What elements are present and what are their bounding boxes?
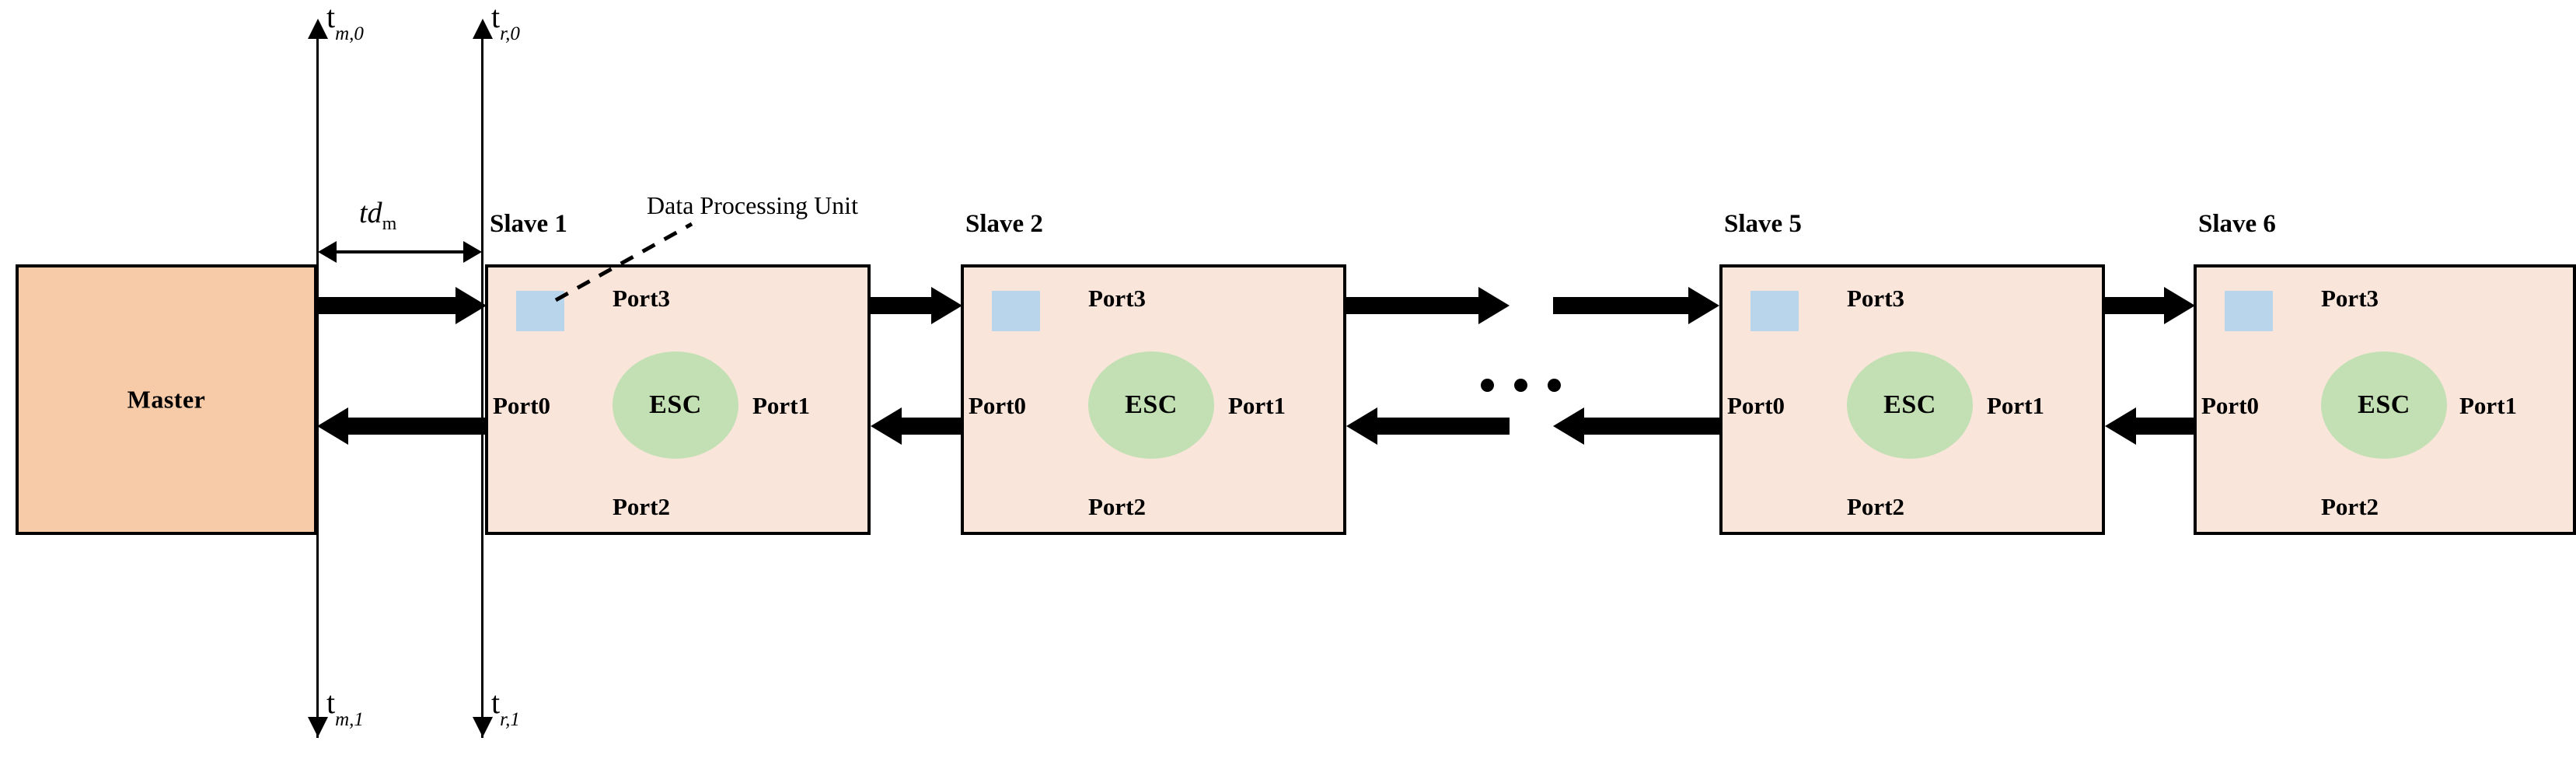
t-r-1-base: t xyxy=(491,685,501,720)
td-m-sub: m xyxy=(382,214,397,234)
slave-1-box[interactable]: Port3 ESC Port0 Port1 Port2 xyxy=(485,264,871,535)
arrow-slave5-to-gap xyxy=(1553,407,1719,445)
t-r-1-sub: r,1 xyxy=(500,709,520,730)
master-label: Master xyxy=(127,385,206,414)
slave-1-esc: ESC xyxy=(613,351,738,459)
data-processing-unit-leader-line xyxy=(554,222,693,302)
label-t-r-1: tr,1 xyxy=(491,684,520,730)
arrow-slave5-to-slave6 xyxy=(2105,287,2195,324)
slave-5-data-processing-unit-icon xyxy=(1750,291,1799,331)
arrow-slave2-to-slave1 xyxy=(871,407,962,445)
td-left-arrowhead xyxy=(318,241,337,263)
slave-6-port1-label: Port1 xyxy=(2459,392,2518,419)
slave-5-title: Slave 5 xyxy=(1724,210,1802,238)
td-span-line xyxy=(334,250,466,253)
slave-2-esc: ESC xyxy=(1088,351,1214,459)
arrow-slave2-to-gap xyxy=(1346,287,1510,324)
slave-6-esc: ESC xyxy=(2321,351,2447,459)
slave-2-esc-label: ESC xyxy=(1125,390,1178,419)
label-td-m: tdm xyxy=(359,196,396,234)
arrow-master-to-slave1 xyxy=(317,287,487,324)
slave-1-port0-label: Port0 xyxy=(493,392,551,419)
slave-5-port2-label: Port2 xyxy=(1847,493,1905,520)
arrow-slave6-to-slave5 xyxy=(2105,407,2195,445)
slave-5-port3-label: Port3 xyxy=(1847,285,1905,312)
slave-2-box[interactable]: Port3 ESC Port0 Port1 Port2 xyxy=(961,264,1346,535)
t-m-0-sub: m,0 xyxy=(335,23,364,44)
data-processing-unit-callout-label: Data Processing Unit xyxy=(647,191,858,219)
slave-1-esc-label: ESC xyxy=(649,390,702,419)
chain-ellipsis xyxy=(1481,379,1561,392)
slave-6-title: Slave 6 xyxy=(2198,210,2276,238)
label-t-r-0: tr,0 xyxy=(491,0,520,44)
slave-1-data-processing-unit-icon xyxy=(516,291,564,331)
slave-6-port0-label: Port0 xyxy=(2201,392,2260,419)
slave-6-data-processing-unit-icon xyxy=(2225,291,2273,331)
slave-5-port0-label: Port0 xyxy=(1727,392,1785,419)
t-m-0-base: t xyxy=(326,0,336,34)
slave-1-port1-label: Port1 xyxy=(752,392,811,419)
t-r-0-base: t xyxy=(491,0,501,34)
slave-timing-axis-line xyxy=(481,34,483,738)
td-m-base: td xyxy=(359,197,382,229)
slave-6-box[interactable]: Port3 ESC Port0 Port1 Port2 xyxy=(2194,264,2576,535)
slave-2-port2-label: Port2 xyxy=(1088,493,1147,520)
slave-5-port1-label: Port1 xyxy=(1987,392,2045,419)
master-box[interactable]: Master xyxy=(16,264,317,535)
slave-5-esc-label: ESC xyxy=(1883,390,1936,419)
slave-1-title: Slave 1 xyxy=(490,210,567,238)
slave-6-port2-label: Port2 xyxy=(2321,493,2379,520)
t-m-1-base: t xyxy=(326,685,336,720)
arrow-slave1-to-master xyxy=(317,407,487,445)
slave-2-port3-label: Port3 xyxy=(1088,285,1147,312)
arrow-slave1-to-slave2 xyxy=(871,287,962,324)
master-timing-axis-line xyxy=(316,34,319,738)
slave-5-box[interactable]: Port3 ESC Port0 Port1 Port2 xyxy=(1719,264,2105,535)
label-t-m-1: tm,1 xyxy=(326,684,364,730)
arrow-gap-to-slave5 xyxy=(1553,287,1719,324)
slave-2-port0-label: Port0 xyxy=(969,392,1027,419)
slave-axis-down-arrowhead xyxy=(473,717,493,737)
slave-2-title: Slave 2 xyxy=(965,210,1043,238)
t-r-0-sub: r,0 xyxy=(500,23,520,44)
label-t-m-0: tm,0 xyxy=(326,0,364,44)
slave-1-port2-label: Port2 xyxy=(613,493,671,520)
arrow-gap-to-slave2 xyxy=(1346,407,1510,445)
td-right-arrowhead xyxy=(463,241,482,263)
slave-2-port1-label: Port1 xyxy=(1228,392,1286,419)
slave-6-esc-label: ESC xyxy=(2358,390,2410,419)
slave-1-port3-label: Port3 xyxy=(613,285,671,312)
slave-5-esc: ESC xyxy=(1847,351,1973,459)
t-m-1-sub: m,1 xyxy=(335,709,364,730)
master-axis-down-arrowhead xyxy=(308,717,328,737)
slave-6-port3-label: Port3 xyxy=(2321,285,2379,312)
slave-2-data-processing-unit-icon xyxy=(992,291,1040,331)
